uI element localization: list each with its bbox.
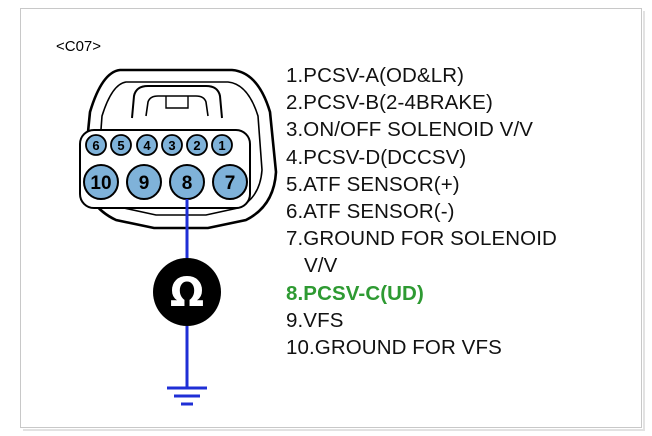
svg-text:Ω: Ω	[170, 270, 204, 316]
pin-list-item-1: 1.PCSV-A(OD&LR)	[286, 64, 465, 87]
svg-text:1: 1	[218, 138, 225, 153]
pin-10: 10	[83, 164, 119, 200]
pin-list: 1.PCSV-A(OD&LR) 2.PCSV-B(2-4BRAKE) 3.ON/…	[286, 62, 557, 361]
svg-text:5: 5	[117, 138, 124, 153]
connector-lock-tab	[131, 85, 223, 119]
connector-id-label: <C07>	[56, 38, 102, 55]
pin-8: 8	[169, 164, 205, 200]
pin-list-item-5: 5.ATF SENSOR(+)	[286, 172, 460, 196]
pin-5: 5	[110, 134, 132, 156]
svg-text:4: 4	[143, 138, 151, 153]
ground-icon	[167, 386, 207, 406]
ohmmeter-icon: Ω	[153, 258, 221, 326]
pin-7: 7	[212, 164, 248, 200]
pin-9: 9	[126, 164, 162, 200]
pin-list-item-10: 10.GROUND FOR VFS	[286, 336, 502, 360]
pin-list-item-3: 3.ON/OFF SOLENOID V/V	[286, 118, 534, 142]
pin-list-item-7-continued: V/V	[304, 254, 338, 278]
frame-shadow	[23, 11, 645, 431]
svg-text:10: 10	[90, 173, 111, 194]
pin-list-item-6: 6.ATF SENSOR(-)	[286, 200, 455, 224]
svg-text:9: 9	[139, 173, 150, 194]
svg-text:2: 2	[193, 138, 200, 153]
pin-2: 2	[186, 134, 208, 156]
bottom-row-pins: 10 9 8 7	[83, 164, 248, 200]
pin-6: 6	[85, 134, 107, 156]
svg-text:7: 7	[225, 173, 236, 194]
svg-text:8: 8	[182, 173, 193, 194]
pin-list-item-2: 2.PCSV-B(2-4BRAKE)	[286, 91, 493, 115]
connector-lock-notch	[165, 96, 189, 109]
connector-lock-tab-inner	[145, 95, 209, 117]
svg-text:3: 3	[168, 138, 175, 153]
connector-housing-inner	[97, 81, 263, 216]
pin-4: 4	[136, 134, 158, 156]
top-row-pins: 6 5 4 3 2 1	[85, 134, 233, 156]
pin-3: 3	[161, 134, 183, 156]
pin-list-item-9: 9.VFS	[286, 308, 344, 332]
pin-1: 1	[211, 134, 233, 156]
svg-text:6: 6	[92, 138, 99, 153]
pin-list-item-4: 4.PCSV-D(DCCSV)	[286, 145, 467, 169]
pin-list-item-8-highlighted: 8.PCSV-C(UD)	[286, 281, 424, 305]
pin-list-item-7: 7.GROUND FOR SOLENOID	[286, 227, 557, 251]
